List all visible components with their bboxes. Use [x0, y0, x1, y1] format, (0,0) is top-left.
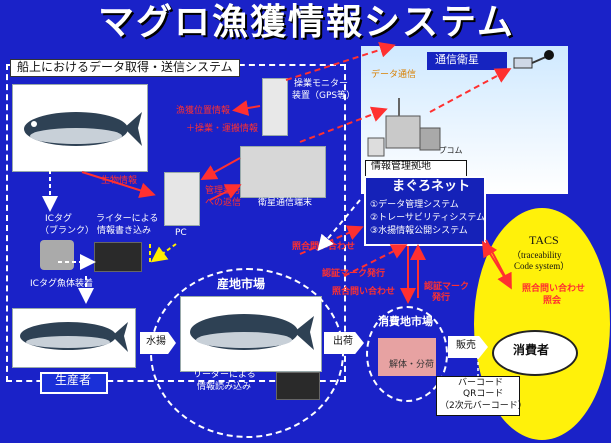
- tacs-inquiry-1: 照合問い合わせ: [522, 284, 586, 294]
- mgmt-number-label-1: 管理番号: [205, 186, 242, 196]
- sale-label: 販売: [456, 340, 476, 351]
- pda-device: [164, 172, 200, 226]
- position-info-label: 漁獲位置情報: [176, 106, 231, 116]
- arrow-tacs-back: [481, 240, 511, 287]
- consumer-market-ellipse: [366, 306, 448, 402]
- onboard-label: 船上におけるデータ取得・送信システム: [10, 59, 240, 77]
- info-center-label: 情報管理拠地: [371, 161, 431, 172]
- arrow-terminal-to-pc: [200, 157, 241, 180]
- arrow-fish-to-pc: [81, 171, 156, 199]
- maguronet-title: まぐろネット: [392, 179, 471, 194]
- tuna-cuts-photo: [378, 338, 436, 376]
- inquiry-label-2: 照合問い合わせ: [332, 287, 396, 297]
- barcode-label-2: QRコード: [463, 389, 504, 399]
- landing-label: 水揚: [146, 336, 166, 347]
- arrow-inquiry-1: [299, 225, 364, 255]
- bp-label: ープコム: [431, 146, 463, 155]
- tacs-inquiry-2: 照会: [543, 296, 562, 306]
- tacs-sub-2: Code system）: [514, 261, 570, 271]
- satellite-label: 通信衛星: [435, 53, 479, 66]
- shipping-label: 出荷: [333, 336, 353, 347]
- consumer-market-label: 消費地市場: [378, 315, 433, 328]
- consumer-label: 消費者: [513, 343, 550, 357]
- tuna-fish-icon-market: [190, 314, 314, 350]
- buildings-icon: [367, 98, 441, 157]
- satellite-label-box: [427, 52, 507, 70]
- tuna-fish-icon-producer: [20, 322, 128, 352]
- satellite-terminal-photo: [240, 146, 326, 198]
- ic-tag-label-2: （ブランク）: [40, 226, 95, 236]
- barcode-label-3: （2次元バーコード）: [440, 401, 527, 411]
- reader-label-2: 情報読み込み: [197, 382, 252, 392]
- origin-market-label: 産地市場: [217, 277, 266, 291]
- writer-label-1: ライターによる: [96, 214, 159, 224]
- producer-label: 生産者: [55, 373, 92, 387]
- arrow-monitor-left: [232, 100, 261, 116]
- arrow-pc-to-terminal: [209, 184, 242, 201]
- bio-info-label: 生物情報: [101, 176, 138, 186]
- maguronet-box: [364, 176, 486, 246]
- tuna-fish-icon-top: [24, 112, 142, 146]
- arrow-center-to-market: [317, 199, 361, 252]
- diagram-title: マグロ漁獲情報システム: [98, 2, 515, 43]
- tacs-title: TACS: [529, 233, 559, 247]
- shipping-chevron: [324, 332, 364, 354]
- ops-info-label: ＋操業・運搬情報: [186, 124, 259, 134]
- data-comm-label: データ通信: [371, 70, 417, 80]
- maguronet-item-3: ③水揚情報公開システム: [370, 226, 468, 236]
- writer-device: [94, 242, 142, 272]
- ic-tag-photo: [40, 240, 74, 270]
- arrow-cert-1: [343, 244, 408, 277]
- arrow-pc-to-writer: [150, 243, 177, 263]
- landing-chevron: [140, 332, 176, 354]
- maguronet-item-2: ②トレーサビリティシステム: [370, 213, 486, 223]
- satellite-icon: [513, 50, 554, 69]
- ic-tag-label-1: ICタグ: [45, 214, 72, 224]
- reader-device: [276, 372, 320, 400]
- producer-box: [40, 372, 108, 394]
- thaw-label: 解体・分荷: [389, 360, 435, 370]
- monitor-label-2: 装置（GPS等）: [292, 91, 356, 101]
- consumer-ellipse: [492, 330, 578, 376]
- satellite-terminal-label: 衛星通信端末: [258, 198, 313, 208]
- cert-issue-label-2a: 認証マーク: [424, 282, 470, 292]
- maguronet-item-1: ①データ管理システム: [370, 200, 459, 210]
- monitor-device: [262, 78, 288, 136]
- reader-label-1: リーダーによる: [193, 370, 256, 380]
- ic-attach-label: ICタグ魚体装着: [30, 279, 93, 289]
- cert-issue-label-1: 認証マーク発行: [322, 269, 386, 279]
- tacs-sub-1: （traceability: [512, 250, 562, 260]
- arrow-terminal-to-center: [299, 106, 388, 143]
- arrow-monitor-to-sat: [285, 42, 396, 81]
- mgmt-number-label-2: への返信: [205, 198, 242, 208]
- cert-issue-label-2b: 発行: [432, 293, 451, 303]
- barcode-box: [436, 376, 520, 416]
- arrow-center-to-sat: [429, 68, 512, 113]
- monitor-label-1: 操業モニター: [294, 79, 349, 89]
- writer-label-2: 情報書き込み: [97, 226, 152, 236]
- pc-label: PC: [175, 228, 187, 238]
- barcode-label-1: バーコード: [458, 378, 504, 388]
